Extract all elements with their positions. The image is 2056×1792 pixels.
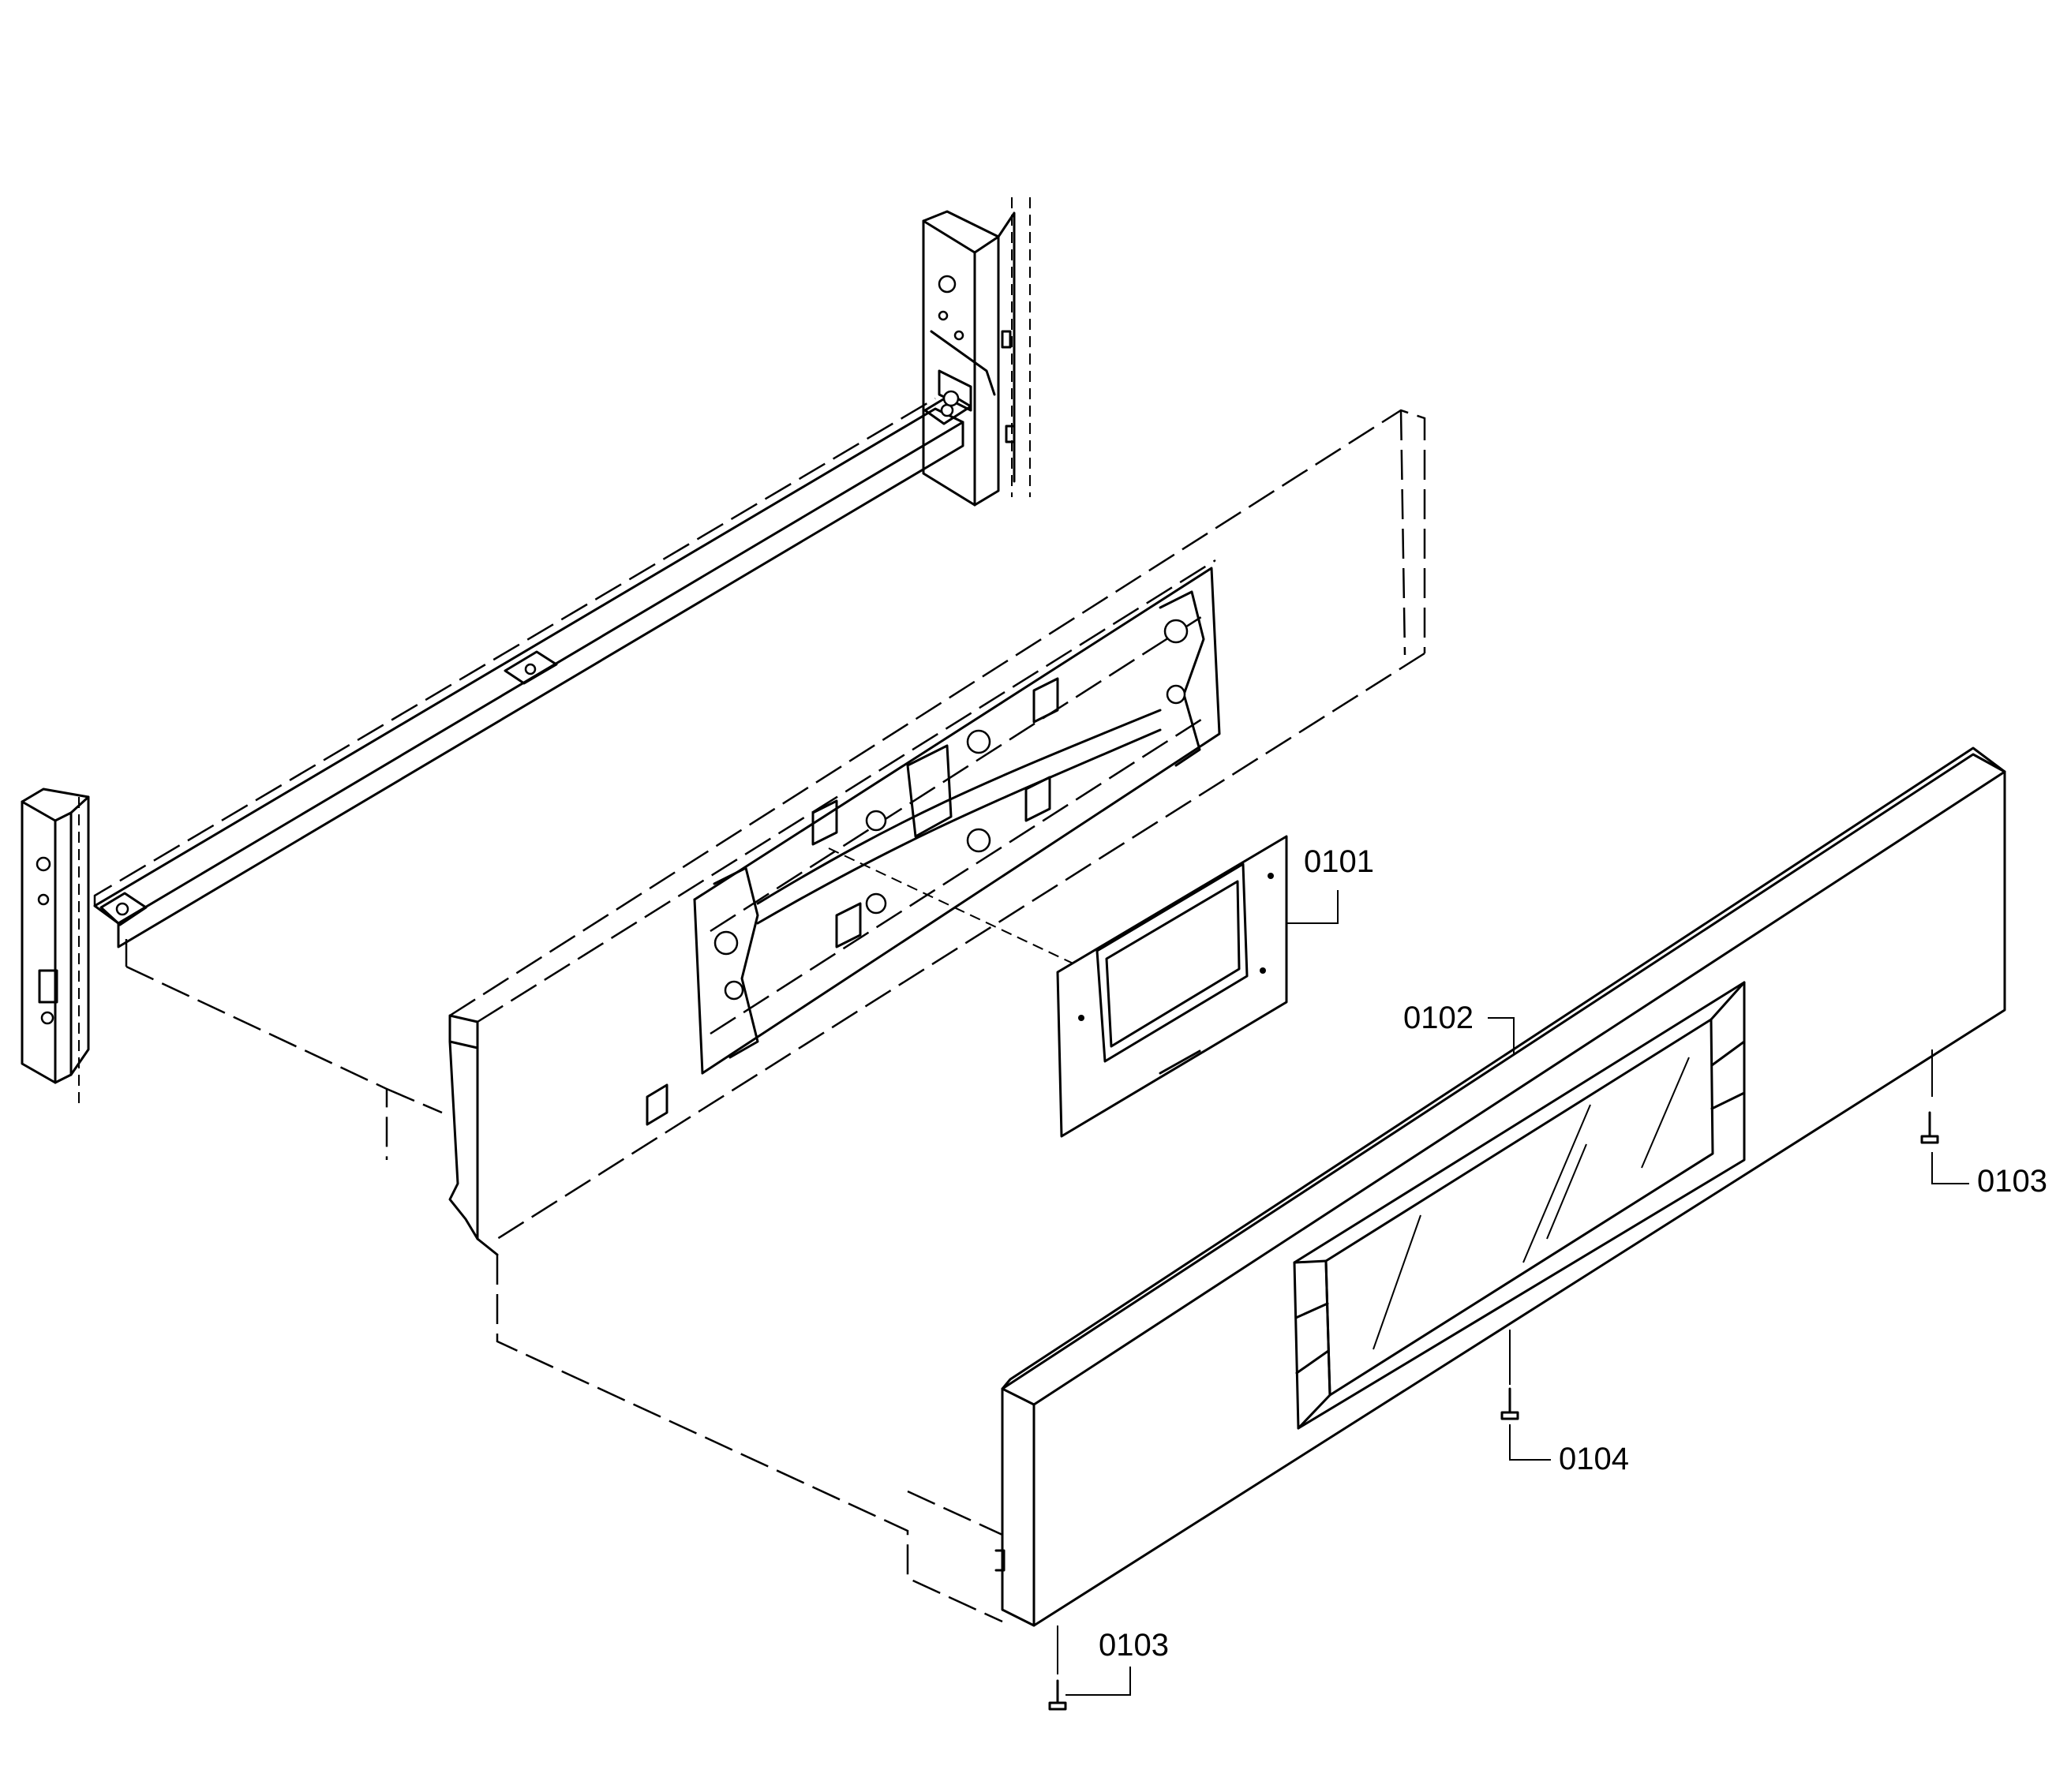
callout-0103-right: 0103 <box>1977 1164 2047 1199</box>
callout-0103-bottom: 0103 <box>1099 1628 1169 1663</box>
screw-0103-right <box>1920 1111 1939 1144</box>
leader-lines <box>1057 890 1969 1696</box>
callout-0104: 0104 <box>1559 1442 1629 1476</box>
right-rear-bracket <box>922 197 1031 507</box>
left-side-bracket <box>21 788 90 1105</box>
top-rail <box>93 393 972 967</box>
screw-0104 <box>1500 1387 1519 1420</box>
control-panel-0102 <box>994 746 2006 1627</box>
screw-0103-bottom <box>1048 1679 1067 1711</box>
callout-0102: 0102 <box>1403 1001 1474 1035</box>
control-panel-back-housing <box>448 409 1426 1256</box>
callout-0101: 0101 <box>1304 844 1374 879</box>
display-overlay-0101 <box>1056 835 1288 1138</box>
alignment-lines <box>125 965 1003 1623</box>
